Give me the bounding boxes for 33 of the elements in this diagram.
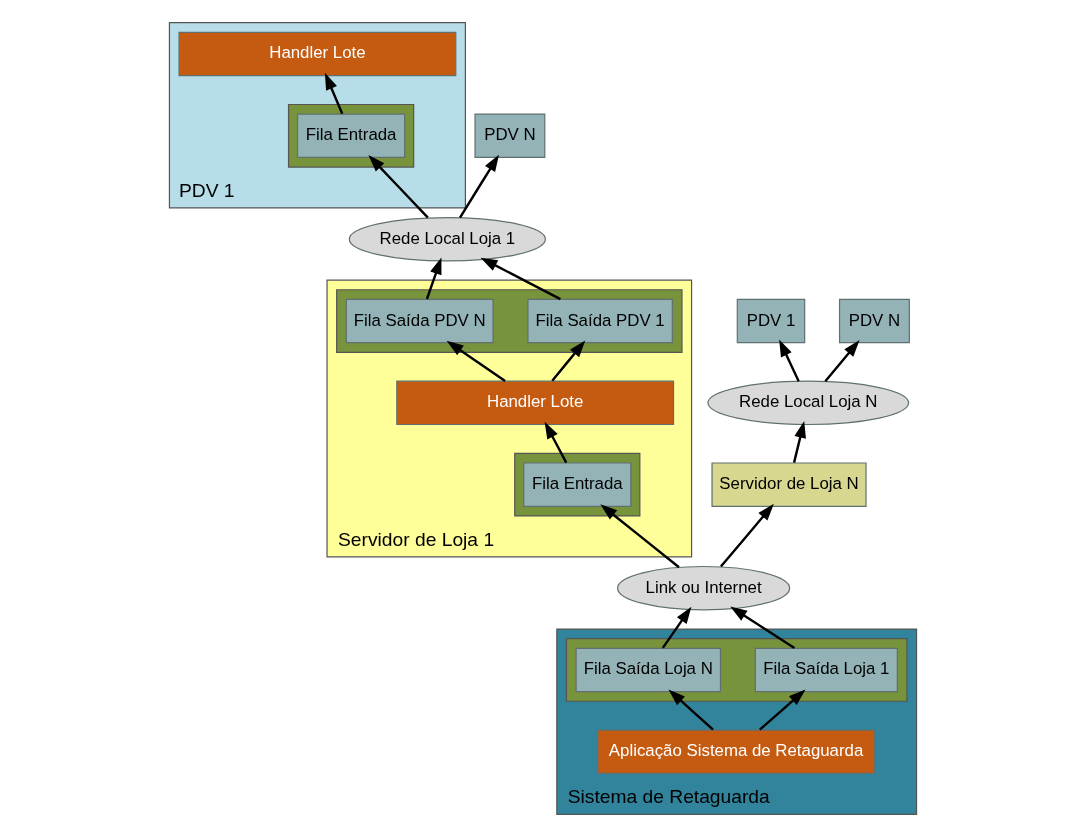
arrow (550, 340, 585, 382)
node-box: PDV N (473, 113, 545, 159)
cluster (513, 452, 640, 517)
arrow (758, 689, 806, 731)
node-box: PDV N (838, 298, 910, 344)
node-box: Handler Lote (395, 380, 674, 426)
arrow (719, 503, 774, 568)
arrow (544, 421, 567, 464)
node-box: Fila Saída Loja N (575, 647, 721, 693)
cluster (565, 638, 908, 702)
arrow (599, 504, 680, 569)
node-box: Fila Saída PDV 1 (526, 298, 673, 344)
arrow (668, 689, 714, 731)
arrow (792, 420, 806, 463)
arrow (425, 257, 441, 300)
arrow (823, 340, 860, 382)
arrow (367, 155, 429, 219)
node-box: Handler Lote (177, 31, 456, 77)
node-box: Fila Entrada (522, 462, 631, 507)
node-ellipse: Rede Local Loja 1 (348, 217, 546, 262)
node-ellipse: Link ou Internet (616, 565, 790, 611)
node-box: PDV 1 (736, 298, 805, 344)
node-box: Fila Saída PDV N (345, 298, 494, 344)
arrow (778, 339, 800, 382)
node-box: Servidor de Loja N (710, 462, 867, 507)
arrow (324, 72, 343, 115)
cluster (335, 289, 683, 353)
node-box: Fila Saída Loja 1 (754, 647, 898, 693)
node-box: Aplicação Sistema de Retaguarda (596, 729, 875, 774)
cluster (287, 103, 414, 168)
node-box: Fila Entrada (296, 113, 405, 159)
node-ellipse: Rede Local Loja N (706, 380, 909, 426)
arrow (446, 340, 506, 382)
